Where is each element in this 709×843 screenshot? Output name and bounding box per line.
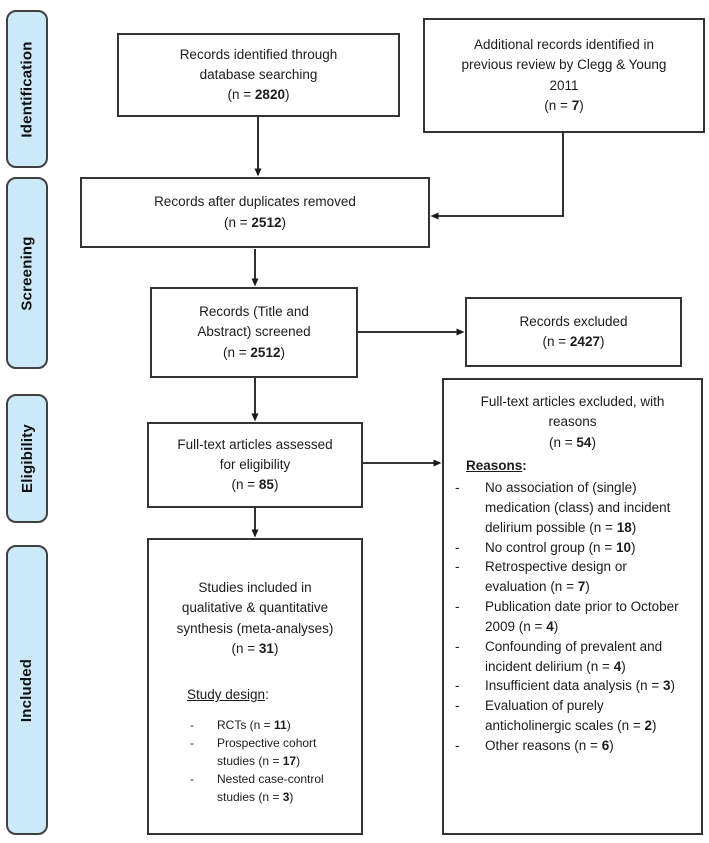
box-line: previous review by Clegg & Young	[461, 57, 667, 73]
stage-tab-screening: Screening	[6, 177, 48, 369]
stage-tab-label: Eligibility	[18, 424, 36, 493]
reason-item: Insufficient data analysis (n = 3)	[455, 676, 687, 696]
reason-item: Publication date prior to October 2009 (…	[455, 597, 687, 637]
box-fulltext-assessed: Full-text articles assessed for eligibil…	[147, 422, 363, 508]
box-line: synthesis (meta-analyses)	[176, 620, 334, 636]
n-line: (n = 2820)	[227, 87, 290, 103]
box-line: Abstract) screened	[197, 324, 311, 340]
reasons-list: No association of (single) medication (c…	[455, 478, 687, 756]
box-additional-records: Additional records identified in previou…	[423, 18, 705, 133]
box-fulltext-excluded: Full-text articles excluded, with reason…	[442, 378, 703, 835]
arrow-additional-to-duplicates	[430, 133, 564, 220]
reason-item: Other reasons (n = 6)	[455, 736, 687, 756]
box-line: Records identified through	[179, 46, 338, 62]
box-line: Full-text articles excluded, with	[480, 394, 665, 409]
study-design-item: Nested case-control studies (n = 3)	[190, 770, 357, 806]
n-line: (n = 85)	[231, 477, 279, 493]
n-line: (n = 2512)	[223, 344, 285, 360]
n-line: (n = 54)	[549, 434, 596, 450]
n-line: (n = 2512)	[224, 214, 286, 230]
study-design-item: Prospective cohort studies (n = 17)	[190, 734, 357, 770]
box-line: Full-text articles assessed	[177, 436, 333, 452]
box-records-identified: Records identified through database sear…	[117, 33, 400, 117]
n-line: (n = 7)	[544, 97, 584, 113]
reason-item: Retrospective design or evaluation (n = …	[455, 557, 687, 597]
stage-tab-eligibility: Eligibility	[6, 394, 48, 523]
box-line: Records excluded	[519, 313, 628, 329]
reasons-heading: Reasons:	[466, 457, 527, 473]
study-design-heading: Study design:	[187, 687, 269, 702]
stage-tab-label: Included	[18, 658, 36, 722]
stage-tab-label: Screening	[18, 235, 36, 311]
box-line: 2011	[549, 77, 579, 93]
box-records-screened: Records (Title and Abstract) screened (n…	[150, 287, 358, 378]
reason-item: Confounding of prevalent and incident de…	[455, 637, 687, 677]
box-line: for eligibility	[219, 456, 291, 472]
box-title: Studies included in qualitative & quanti…	[149, 578, 361, 659]
box-line: reasons	[548, 414, 597, 430]
box-line: Studies included in	[198, 580, 312, 595]
box-line: database searching	[199, 66, 318, 82]
box-line: Records after duplicates removed	[154, 194, 356, 210]
box-included-studies: Studies included in qualitative & quanti…	[147, 538, 363, 835]
reason-item: Evaluation of purely anticholinergic sca…	[455, 696, 687, 736]
study-design-list: RCTs (n = 11)Prospective cohort studies …	[190, 716, 357, 806]
box-line: Records (Title and	[199, 304, 309, 320]
box-line: Additional records identified in	[473, 37, 655, 52]
box-duplicates-removed: Records after duplicates removed (n = 25…	[80, 177, 430, 248]
n-line: (n = 2427)	[542, 334, 605, 349]
stage-tab-identification: Identification	[6, 10, 48, 168]
reason-item: No association of (single) medication (c…	[455, 478, 687, 538]
box-line: qualitative & quantitative	[181, 600, 329, 616]
box-title: Full-text articles excluded, with reason…	[444, 392, 701, 453]
n-line: (n = 31)	[231, 640, 279, 656]
study-design-item: RCTs (n = 11)	[190, 716, 357, 734]
box-records-excluded: Records excluded (n = 2427)	[465, 297, 682, 367]
reason-item: No control group (n = 10)	[455, 538, 687, 558]
stage-tab-label: Identification	[18, 40, 36, 138]
stage-tab-included: Included	[6, 545, 48, 835]
